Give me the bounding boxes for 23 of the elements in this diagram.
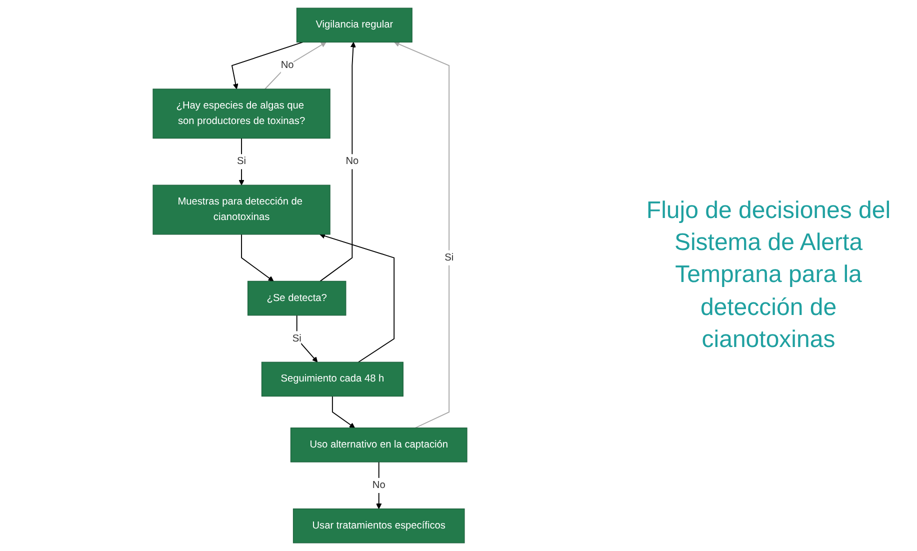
edge-label: No bbox=[372, 480, 386, 490]
node-box: Seguimiento cada 48 h bbox=[261, 362, 404, 397]
edge-label: No bbox=[346, 156, 359, 167]
arrow bbox=[296, 314, 318, 362]
node-box: ¿Hay especies de algas que son productores de toxinas? bbox=[152, 88, 330, 139]
diagram-title: Flujo de decisiones del Sistema de Alerta Temprana para la detección de cianotoxinas bbox=[645, 196, 892, 356]
arrow bbox=[238, 138, 244, 186]
arrow bbox=[394, 42, 450, 428]
arrow bbox=[241, 234, 274, 282]
arrow bbox=[320, 42, 356, 282]
edge-label: Si bbox=[444, 252, 454, 263]
arrow bbox=[264, 42, 326, 90]
node-box: Usar tratamientos específicos bbox=[292, 508, 465, 544]
arrow bbox=[332, 396, 355, 428]
edge-label: No bbox=[280, 60, 294, 71]
node-box: Muestras para detección de cianotoxinas bbox=[152, 184, 330, 235]
node-box: ¿Se detecta? bbox=[247, 280, 346, 316]
edge-label: Si bbox=[292, 333, 302, 344]
arrow bbox=[320, 233, 395, 363]
edge-label: Si bbox=[237, 156, 246, 167]
arrow bbox=[231, 42, 304, 90]
node-box: Vigilancia regular bbox=[296, 8, 412, 43]
node-box: Uso alternativo en la captación bbox=[290, 428, 468, 462]
